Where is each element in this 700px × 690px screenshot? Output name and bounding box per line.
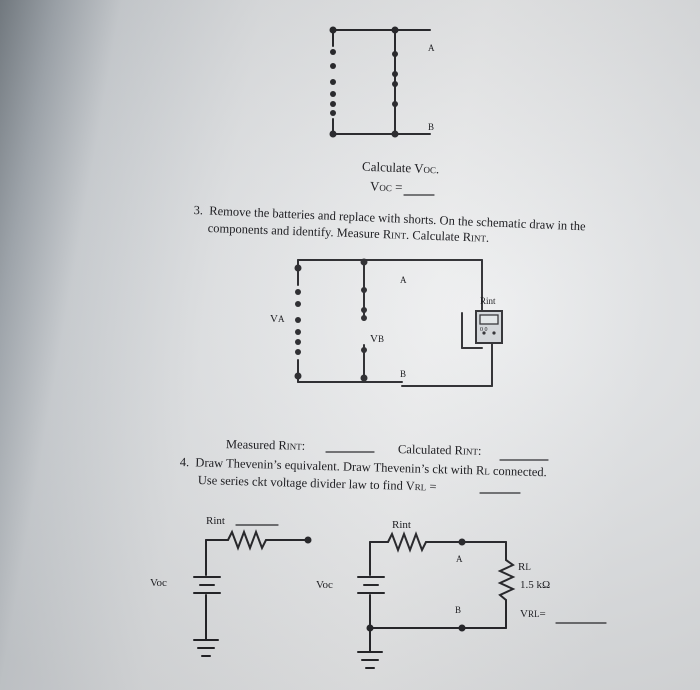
calculated-rint-prompt: Calculated RINT:: [397, 442, 482, 458]
right-voc-label: Voc: [316, 579, 333, 591]
vb-label: VB: [370, 333, 384, 345]
node-b-label: B: [455, 605, 462, 615]
left-voc-label: Voc: [150, 577, 167, 589]
rint-label: Rint: [480, 296, 496, 306]
node-a-label: A: [456, 554, 463, 564]
multimeter-icon: [475, 310, 503, 344]
va-label: VA: [270, 313, 285, 325]
thevenin-equivalent-circuit: [193, 529, 309, 657]
rl-label: RL: [518, 561, 531, 573]
node-a-label: A: [400, 275, 407, 285]
node-b-label: B: [400, 369, 407, 379]
rint-circuit: [297, 259, 493, 387]
rl-value: 1.5 kΩ: [520, 579, 551, 591]
node-b-label: B: [428, 122, 435, 132]
calculate-voc-text: Calculate VOC.: [361, 158, 440, 177]
answer-blanks: [235, 194, 607, 624]
left-rint-label: Rint: [206, 515, 225, 527]
voc-circuit: [332, 29, 431, 135]
meter-readout: 0 0: [480, 327, 488, 333]
thevenin-load-circuit: [357, 531, 516, 669]
right-rint-label: Rint: [392, 519, 411, 531]
component-dots: [294, 26, 466, 632]
voc-answer-prompt: VOC =: [369, 178, 403, 195]
node-a-label: A: [428, 43, 435, 53]
measured-rint-prompt: Measured RINT:: [225, 437, 306, 453]
vrl-prompt: VRL=: [520, 608, 546, 620]
